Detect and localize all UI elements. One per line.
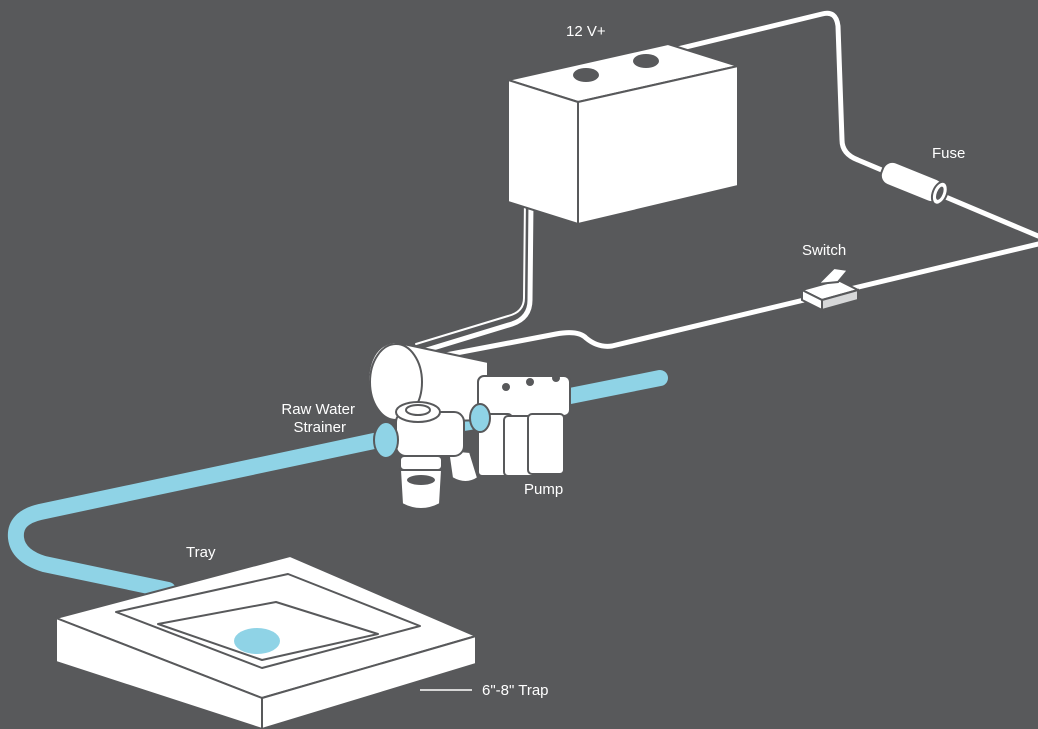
- trap-label: 6"-8" Trap: [482, 682, 549, 699]
- outlet-hose: [552, 370, 668, 406]
- negative-terminal: [573, 68, 599, 82]
- pump-head: [477, 375, 571, 417]
- pump-label: Pump: [524, 481, 563, 498]
- tray-label: Tray: [186, 544, 216, 561]
- pump: [367, 341, 571, 483]
- positive-wire: [629, 10, 1038, 239]
- fuse: [879, 160, 949, 206]
- strainer-label-line1: Raw Water: [281, 401, 355, 418]
- intake-hose: [7, 430, 396, 598]
- tray-drain: [234, 628, 280, 654]
- switch: [799, 266, 861, 312]
- switch-toggle: [815, 266, 850, 286]
- battery-front: [507, 79, 579, 225]
- strainer-label-line2: Strainer: [293, 419, 346, 436]
- switch-label: Switch: [802, 242, 846, 259]
- raw-water-strainer: [373, 401, 465, 510]
- switch-wire: [427, 241, 1038, 361]
- positive-terminal: [633, 54, 659, 68]
- pump-leg: [447, 449, 479, 483]
- tray-front-left: [55, 617, 263, 729]
- battery-label: 12 V+: [566, 23, 606, 40]
- pump-chamber-3: [527, 413, 565, 475]
- fuse-label: Fuse: [932, 145, 965, 162]
- tray-front-right: [261, 635, 477, 729]
- tray: [55, 555, 477, 729]
- battery: [507, 43, 739, 225]
